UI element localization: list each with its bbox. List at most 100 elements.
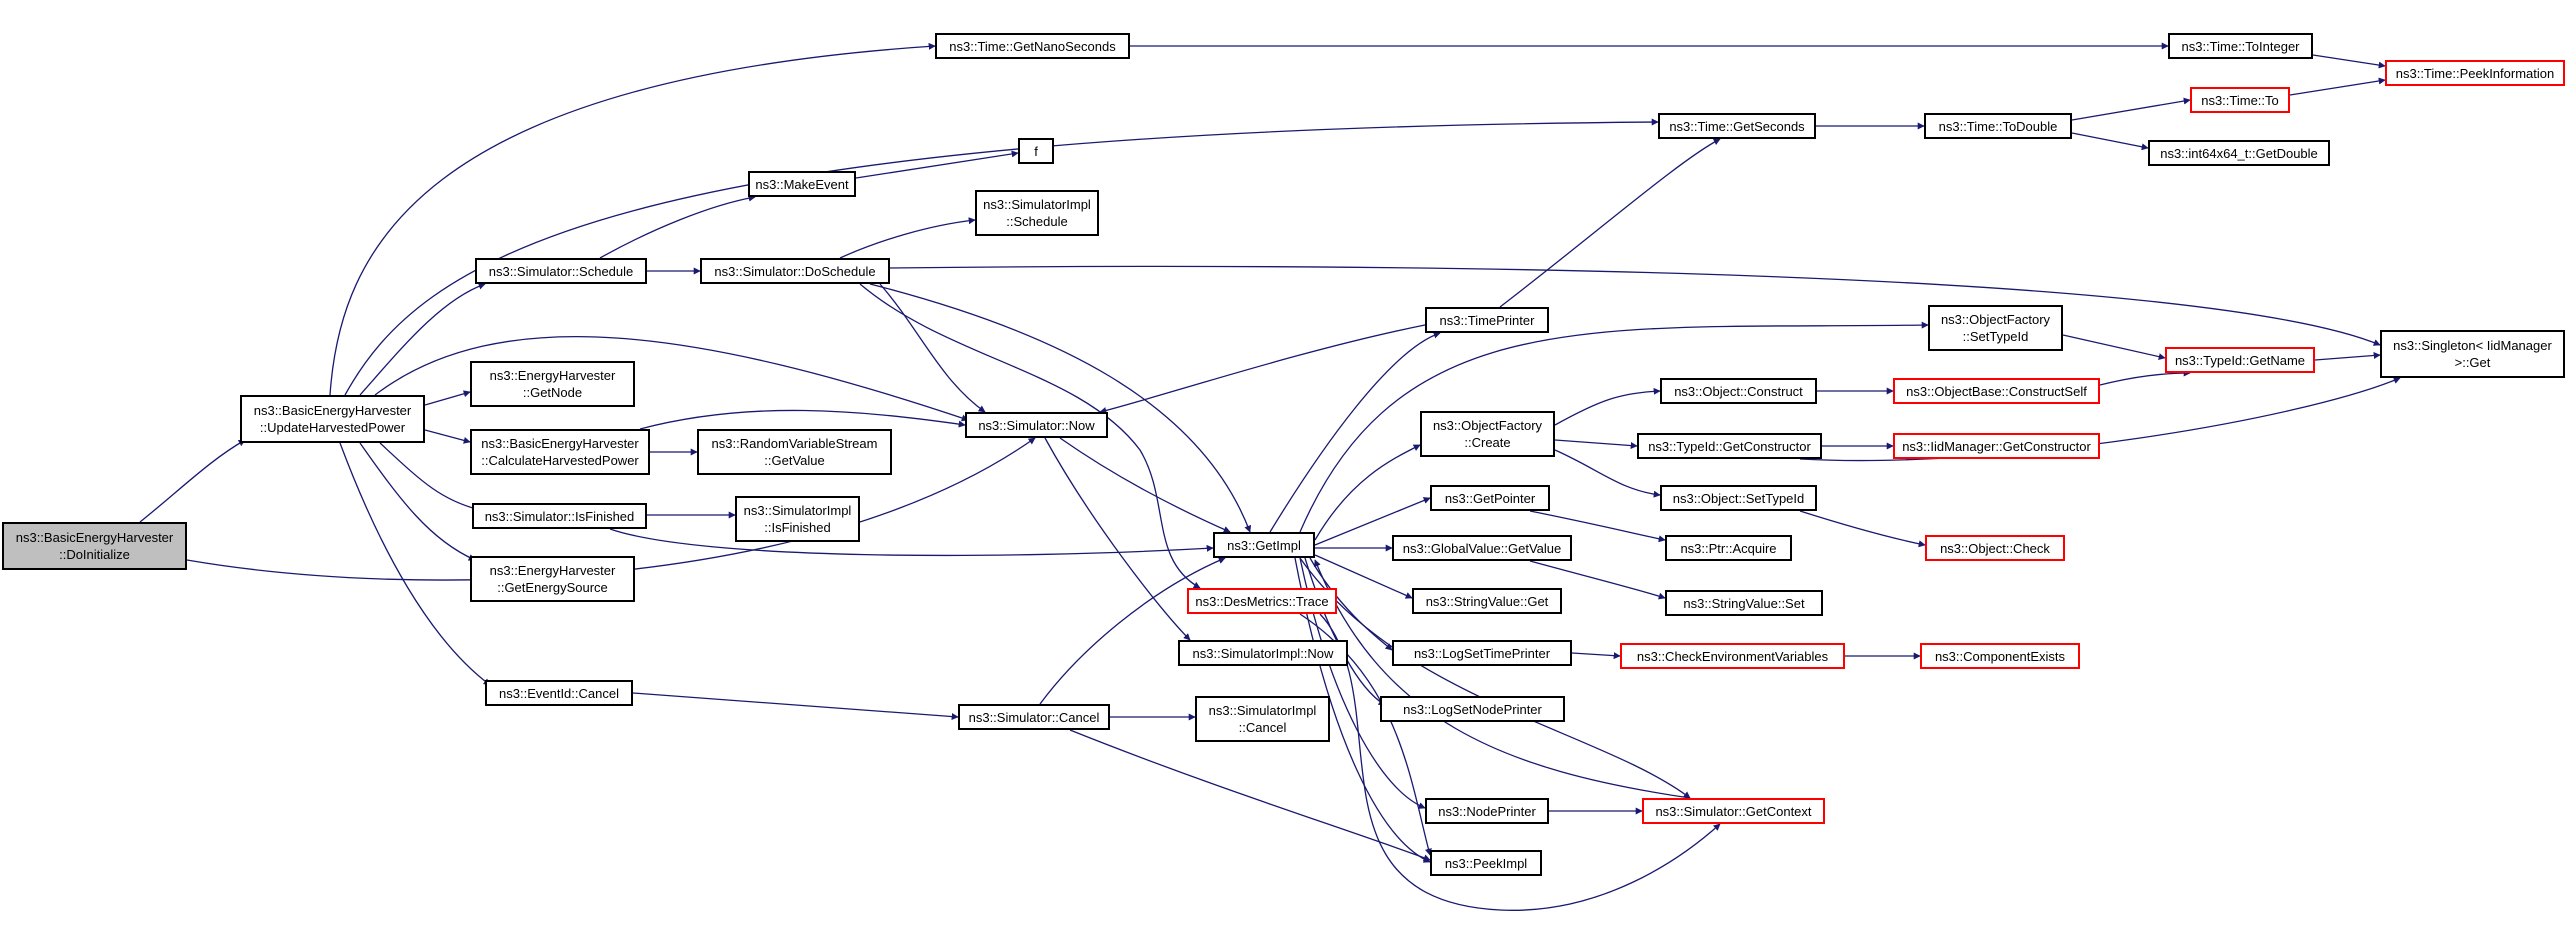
edge-simnow-to-simimplnow [1044,437,1191,641]
node-constructself[interactable]: ns3::ObjectBase::ConstructSelf [1893,378,2100,404]
node-simimplcancel[interactable]: ns3::SimulatorImpl::Cancel [1195,696,1330,742]
node-typeidgetname[interactable]: ns3::TypeId::GetName [2165,347,2315,373]
edge-getimpl-to-ofsettypeid [1299,321,1929,533]
edge-ofsettypeid-to-typeidgetname [2062,334,2166,361]
edge-simisfinished-to-getimpl [609,528,1214,557]
node-getenergysource[interactable]: ns3::EnergyHarvester::GetEnergySource [470,556,635,602]
edge-updatepower-to-simschedule [359,282,486,396]
node-gvgetvalue[interactable]: ns3::GlobalValue::GetValue [1392,535,1572,561]
edge-simcancel-to-peekimpl [1069,729,1431,862]
edge-getimpl-to-svget [1314,554,1413,599]
node-eventidcancel[interactable]: ns3::EventId::Cancel [485,680,633,706]
node-checkenv[interactable]: ns3::CheckEnvironmentVariables [1620,643,1845,669]
edge-updatepower-to-getseconds [344,118,1659,396]
node-f[interactable]: f [1018,138,1054,164]
node-logsettimeprinter[interactable]: ns3::LogSetTimePrinter [1392,640,1572,666]
edge-calcpower-to-simnow [639,409,966,430]
node-compexists[interactable]: ns3::ComponentExists [1920,643,2080,669]
node-todouble[interactable]: ns3::Time::ToDouble [1924,113,2072,139]
node-calcpower[interactable]: ns3::BasicEnergyHarvester::CalculateHarv… [470,429,650,475]
edge-simnow-to-getimpl [1059,437,1231,533]
node-svset[interactable]: ns3::StringValue::Set [1665,590,1823,616]
edge-getimpl-to-getpointer [1314,497,1431,546]
edge-updatepower-to-eventidcancel [339,442,491,686]
edge-desmetrics-to-getcontext [1319,613,1721,911]
node-ofsettypeid[interactable]: ns3::ObjectFactory::SetTypeId [1928,305,2063,351]
node-getpointer[interactable]: ns3::GetPointer [1430,485,1550,511]
node-getcontext[interactable]: ns3::Simulator::GetContext [1642,798,1825,824]
edge-getimpl-to-timeprinter [1269,331,1441,533]
edge-objsettypeid-to-objcheck [1799,510,1926,548]
edge-doinitialize-to-updatepower [139,439,246,523]
edge-gvgetvalue-to-svset [1529,560,1666,600]
edge-updatepower-to-calcpower [424,429,471,444]
node-objconstruct[interactable]: ns3::Object::Construct [1660,378,1817,404]
node-logsetnodeprinter[interactable]: ns3::LogSetNodePrinter [1380,696,1565,722]
node-getnode[interactable]: ns3::EnergyHarvester::GetNode [470,361,635,407]
node-getconstructor[interactable]: ns3::TypeId::GetConstructor [1637,433,1822,459]
edge-getconstructor-to-singletonget [1799,377,2401,462]
edge-getimpl-to-ofcreate [1314,444,1421,541]
edge-timeto-to-peekinformation [2289,77,2386,96]
node-getseconds[interactable]: ns3::Time::GetSeconds [1658,113,1816,139]
node-tointeger[interactable]: ns3::Time::ToInteger [2168,33,2313,59]
node-timeprinter[interactable]: ns3::TimePrinter [1425,307,1549,333]
node-getnanoseconds[interactable]: ns3::Time::GetNanoSeconds [935,33,1130,59]
node-singletonget[interactable]: ns3::Singleton< IidManager >::Get [2380,330,2565,378]
edge-doschedule-to-desmetrics [859,283,1201,589]
edge-ofcreate-to-objconstruct [1554,387,1661,426]
edge-todouble-to-getdouble [2071,132,2149,151]
edge-timeprinter-to-getseconds [1499,138,1721,308]
node-simschedule[interactable]: ns3::Simulator::Schedule [475,258,647,284]
edge-ofcreate-to-objsettypeid [1554,449,1661,498]
edge-ofcreate-to-getconstructor [1554,439,1638,450]
node-peekimpl[interactable]: ns3::PeekImpl [1430,850,1542,876]
node-simcancel[interactable]: ns3::Simulator::Cancel [958,704,1110,730]
node-objsettypeid[interactable]: ns3::Object::SetTypeId [1660,485,1817,511]
edge-todouble-to-timeto [2071,97,2191,121]
node-desmetrics[interactable]: ns3::DesMetrics::Trace [1187,588,1337,614]
node-getdouble[interactable]: ns3::int64x64_t::GetDouble [2148,140,2330,166]
edges [139,42,2401,911]
edge-doschedule-to-simimplschedule [839,217,976,259]
edge-constructself-to-typeidgetname [2099,369,2191,386]
node-peekinformation[interactable]: ns3::Time::PeekInformation [2385,60,2565,86]
node-nodeprinter[interactable]: ns3::NodePrinter [1425,798,1549,824]
node-doinitialize[interactable]: ns3::BasicEnergyHarvester::DoInitialize [2,522,187,570]
node-ptracquire[interactable]: ns3::Ptr::Acquire [1665,535,1792,561]
node-simisfinished[interactable]: ns3::Simulator::IsFinished [472,503,647,529]
node-rvsgetvalue[interactable]: ns3::RandomVariableStream::GetValue [697,429,892,475]
node-updatepower[interactable]: ns3::BasicEnergyHarvester::UpdateHarvest… [240,395,425,443]
edge-doschedule-to-simnow [879,283,986,413]
node-simimplnow[interactable]: ns3::SimulatorImpl::Now [1178,640,1348,666]
edge-updatepower-to-simisfinished [379,442,481,512]
edge-getpointer-to-ptracquire [1529,510,1666,543]
edge-simschedule-to-makeevent [599,194,756,259]
node-simimplisfinished[interactable]: ns3::SimulatorImpl::IsFinished [735,496,860,542]
node-iidgetconstructor[interactable]: ns3::IidManager::GetConstructor [1893,433,2100,459]
edge-updatepower-to-getnode [424,390,471,406]
edge-updatepower-to-getnanoseconds [329,42,936,396]
edge-simcancel-to-getimpl [1039,557,1226,705]
node-simimplschedule[interactable]: ns3::SimulatorImpl::Schedule [975,190,1099,236]
edge-tointeger-to-peekinformation [2312,54,2386,69]
edge-getimpl-to-peekimpl [1294,557,1431,863]
edge-typeidgetname-to-singletonget [2314,351,2381,361]
node-ofcreate[interactable]: ns3::ObjectFactory::Create [1420,411,1555,457]
edge-doschedule-to-getimpl [869,283,1252,533]
node-getimpl[interactable]: ns3::GetImpl [1213,532,1315,558]
node-timeto[interactable]: ns3::Time::To [2190,87,2290,113]
edge-eventidcancel-to-simcancel [632,692,959,721]
node-svget[interactable]: ns3::StringValue::Get [1412,588,1562,614]
node-doschedule[interactable]: ns3::Simulator::DoSchedule [700,258,890,284]
edge-timeprinter-to-simnow [1099,324,1426,414]
edge-updatepower-to-getenergysource [359,442,476,561]
node-objcheck[interactable]: ns3::Object::Check [1925,535,2065,561]
node-simnow[interactable]: ns3::Simulator::Now [965,412,1108,438]
edge-makeevent-to-f [855,150,1019,179]
edge-doschedule-to-singletonget [889,265,2381,346]
node-makeevent[interactable]: ns3::MakeEvent [748,171,856,197]
edge-updatepower-to-simnow [374,335,969,422]
edge-getcontext-to-getimpl [1314,559,1691,799]
